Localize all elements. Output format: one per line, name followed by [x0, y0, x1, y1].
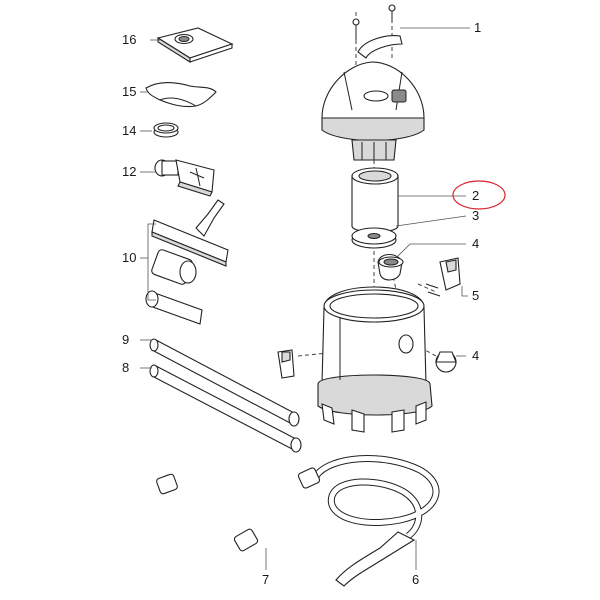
label-3: 3: [472, 208, 479, 223]
leader-line-3: [395, 215, 467, 227]
tank-container: [277, 286, 433, 433]
label-4-upper: 4: [472, 236, 479, 251]
label-1: 1: [474, 20, 481, 35]
part-8-suction-tube: [149, 364, 302, 453]
label-9: 9: [122, 332, 129, 347]
part-4-float-valve-upper: [377, 253, 404, 281]
label-15: 15: [122, 84, 136, 99]
label-16: 16: [122, 32, 136, 47]
part-5-latch-right: [425, 257, 461, 297]
part-10-floor-tool-set: [145, 199, 229, 325]
part-7-suction-hose: [156, 458, 289, 552]
part-3-filter-plate: [351, 227, 397, 249]
label-10: 10: [122, 250, 136, 265]
leader-line-4-upper: [397, 243, 466, 257]
part-2-cartridge-filter: [351, 167, 399, 233]
part-9-suction-tube: [149, 338, 300, 427]
label-14: 14: [122, 123, 136, 138]
part-14-ring: [153, 122, 179, 138]
label-5: 5: [472, 288, 479, 303]
label-12: 12: [122, 164, 136, 179]
part-16-filter-bag: [156, 27, 234, 63]
part-12-upholstery-nozzle: [154, 159, 215, 197]
label-7: 7: [262, 572, 269, 587]
leader-bracket-10: [147, 223, 156, 301]
part-15-filter-cloth: [145, 81, 217, 108]
highlight-circle-part-2: [452, 180, 506, 210]
leader-line-5: [461, 286, 468, 297]
label-8: 8: [122, 360, 129, 375]
part-1-motor-head: [321, 4, 425, 161]
assembly-axis-latch-right: [417, 283, 437, 293]
part-6-hose-with-elbow: [297, 455, 440, 587]
label-6: 6: [412, 572, 419, 587]
part-4-inlet-cap-lower: [435, 351, 457, 373]
label-2: 2: [472, 188, 479, 203]
label-4-lower: 4: [472, 348, 479, 363]
